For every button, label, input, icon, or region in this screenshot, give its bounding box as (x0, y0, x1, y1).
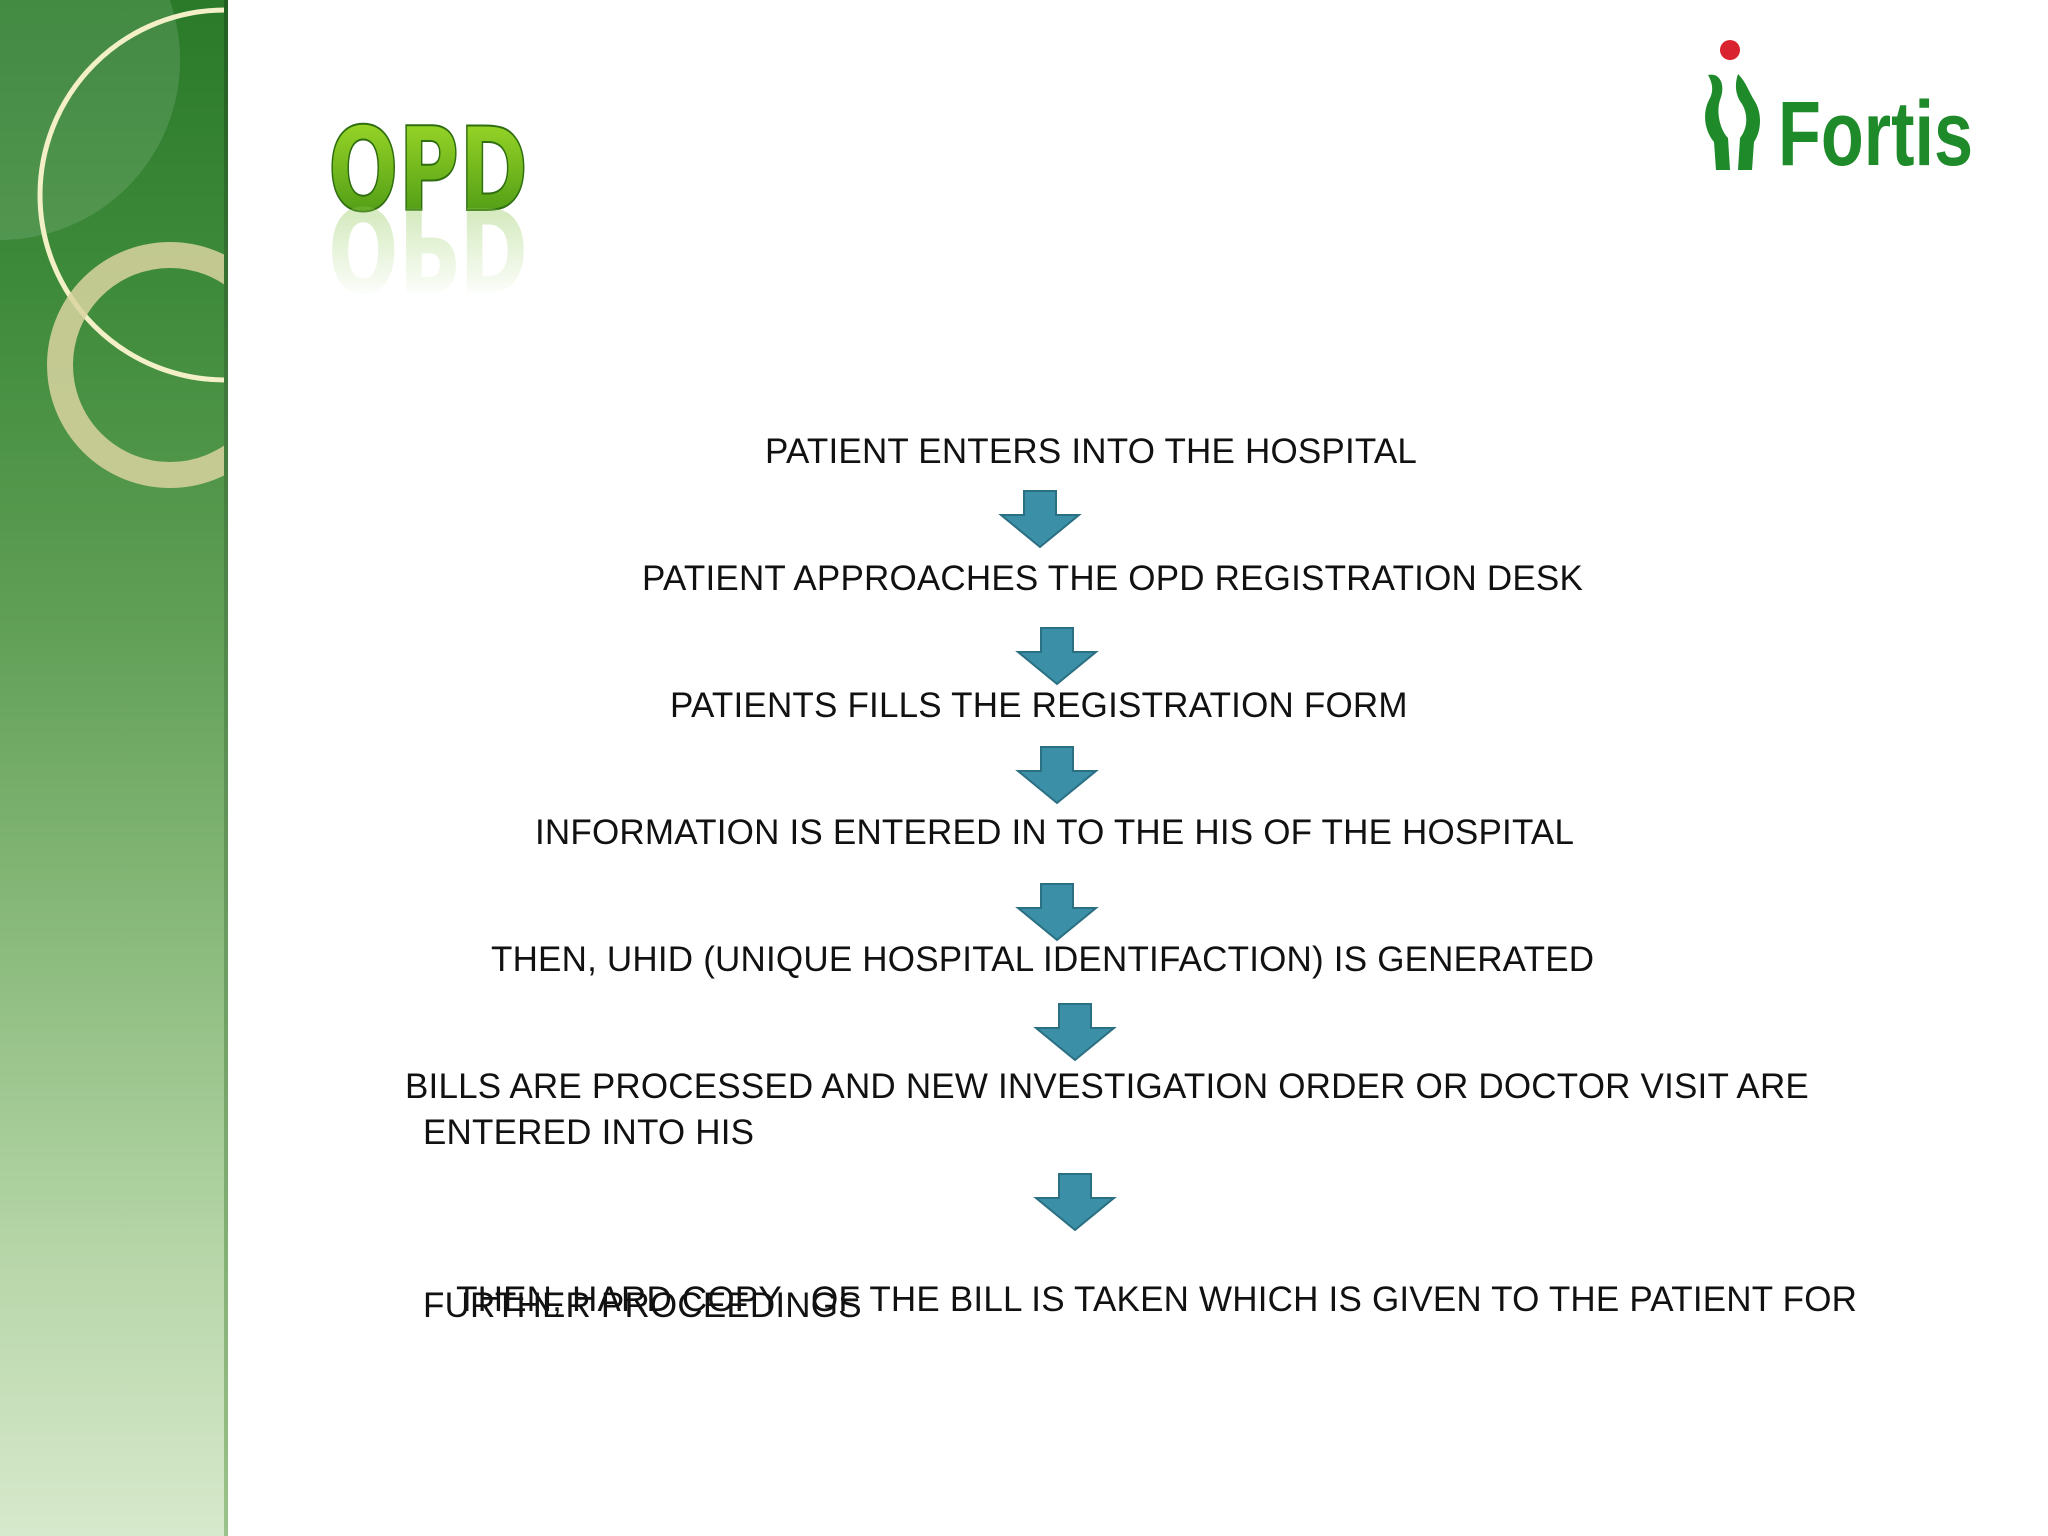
flow-step-7-text-line2: FURTHER PROCEEDINGS (423, 1286, 862, 1325)
fortis-logo: Fortis (1705, 40, 1973, 180)
swirl-decoration-icon (0, 0, 227, 488)
fortis-wordmark: Fortis (1778, 83, 1973, 180)
flow-arrow-down-icon (998, 490, 1082, 549)
flow-step-1: PATIENT ENTERS INTO THE HOSPITAL (765, 432, 1417, 472)
flow-step-1-text: PATIENT ENTERS INTO THE HOSPITAL (765, 432, 1418, 471)
flow-step-4-text: INFORMATION IS ENTERED IN TO THE HIS OF … (535, 813, 1575, 852)
flow-step-5-text: THEN, UHID (UNIQUE HOSPITAL IDENTIFACTIO… (491, 940, 1595, 979)
flow-arrow-down-icon (1015, 883, 1099, 942)
flow-arrow-down-icon (1015, 746, 1099, 805)
flow-step-7-continued: FURTHER PROCEEDINGS (423, 1286, 862, 1326)
flow-step-2-text: PATIENT APPROACHES THE OPD REGISTRATION … (642, 559, 1584, 598)
flow-step-3-text: PATIENTS FILLS THE REGISTRATION FORM (670, 686, 1408, 725)
flow-step-3: PATIENTS FILLS THE REGISTRATION FORM (670, 686, 1408, 726)
sidebar-edge (224, 0, 228, 1536)
flow-step-4: INFORMATION IS ENTERED IN TO THE HIS OF … (535, 813, 1574, 853)
flow-step-6: BILLS ARE PROCESSED AND NEW INVESTIGATIO… (405, 1067, 1809, 1107)
flow-step-6-text-line2: ENTERED INTO HIS (423, 1113, 755, 1152)
flow-step-2: PATIENT APPROACHES THE OPD REGISTRATION … (642, 559, 1583, 599)
flow-arrow-down-icon (1015, 627, 1099, 686)
flow-step-7-text: THEN, HARD COPY OF THE BILL IS TAKEN WHI… (456, 1280, 1858, 1319)
flow-step-6-text: BILLS ARE PROCESSED AND NEW INVESTIGATIO… (405, 1067, 1809, 1106)
opd-title-logo: OPD OPD (320, 110, 540, 300)
flow-arrow-down-icon (1033, 1173, 1117, 1232)
opd-title-text: OPD (328, 110, 528, 238)
flow-step-6-continued: ENTERED INTO HIS (423, 1113, 754, 1153)
flow-arrow-down-icon (1033, 1003, 1117, 1062)
fortis-figures-icon (1705, 40, 1760, 170)
decorative-sidebar (0, 0, 227, 1536)
flow-step-5: THEN, UHID (UNIQUE HOSPITAL IDENTIFACTIO… (491, 940, 1594, 980)
flow-step-7: THEN, HARD COPY OF THE BILL IS TAKEN WHI… (417, 1240, 1857, 1360)
